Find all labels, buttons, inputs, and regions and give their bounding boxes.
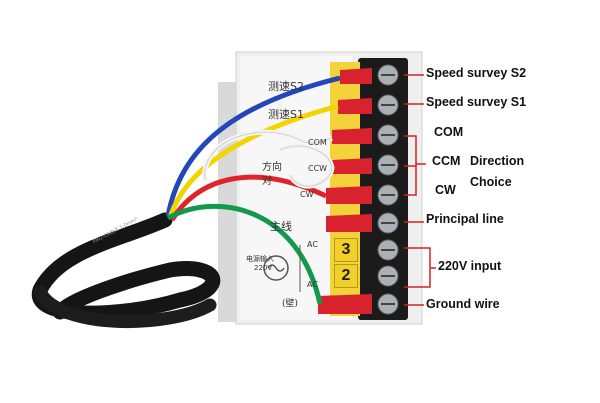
panel-label-ac-top: AC [307,240,318,249]
terminal-s1 [338,98,372,114]
ac-wave-icon [267,264,285,272]
wire-white-1-outline [204,131,333,181]
terminal-number-2: 2 [334,264,358,288]
panel-label-s2: 测速S2 [268,80,304,93]
panel-label-com: COM [308,138,327,147]
wire-blue [165,75,341,217]
panel-label-ccw: CCW [308,164,328,173]
terminal-principal [326,214,372,232]
screw-slots [381,74,395,305]
wire-white-2-outline [279,145,333,187]
red-ring-terminals [318,68,372,314]
terminal-com [332,128,372,144]
panel-label-power-2: 220V [254,264,273,272]
callout-220v: 220V input [438,259,502,273]
terminal-ccw [332,158,372,174]
black-cable [31,212,221,321]
terminal-number-3: 3 [334,238,358,262]
callout-speed-s2: Speed survey S2 [426,66,527,80]
callout-choice: Choice [470,175,512,189]
callout-speed-s1: Speed survey S1 [426,95,527,109]
panel-label-ac-bottom: AC [307,280,318,289]
ac-symbol [263,255,289,281]
panel-label-dui: 对 [262,176,272,187]
callout-principal: Principal line [426,212,504,226]
terminal-s2 [340,68,372,84]
panel-label-principal: 主线 [270,220,292,233]
terminal-cw [326,186,372,204]
panel-label-s1: 测速S1 [268,108,304,121]
callout-lines [404,74,436,306]
panel-label-direction: 方向 [262,162,282,173]
callout-ground: Ground wire [426,297,500,311]
callout-direction: Direction [470,154,525,168]
panel-label-ground: (壁) [282,299,299,309]
callout-cw: CW [435,183,456,197]
wire-green [166,203,323,305]
panel-label-cw: CW [300,190,314,199]
callout-ccm: CCM [432,154,461,168]
black-cable-loop [33,285,217,329]
terminal-ground [318,294,372,314]
wire-yellow [167,103,339,219]
panel-label-power-1: 电源输入 [246,255,274,263]
callout-com: COM [434,125,464,139]
